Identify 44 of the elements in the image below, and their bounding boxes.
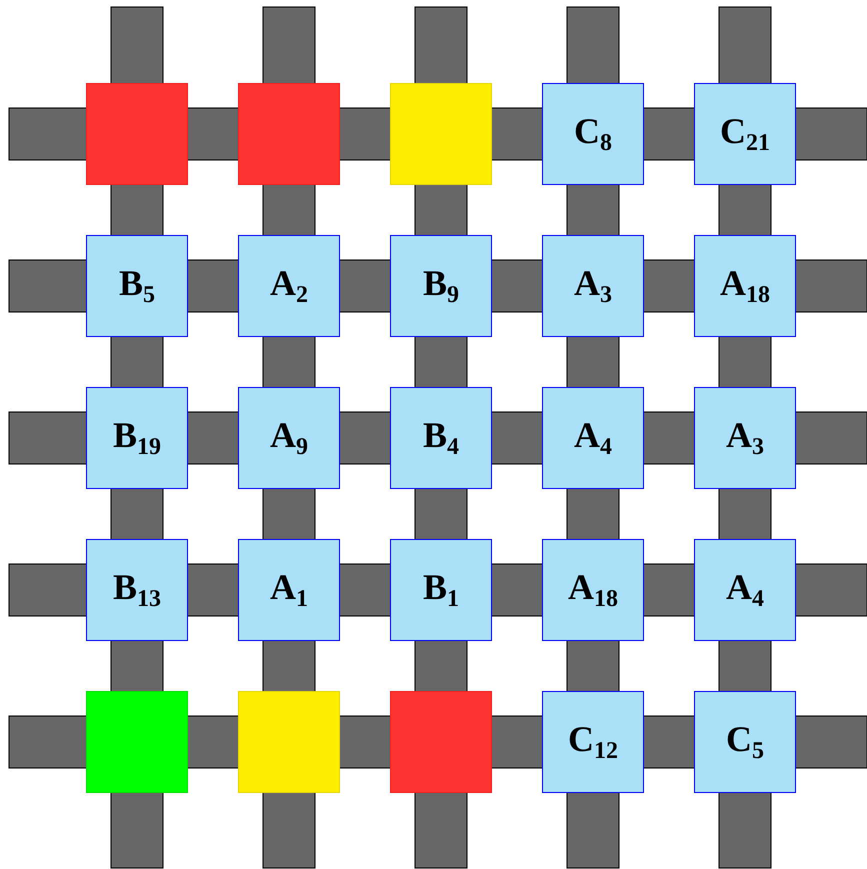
labeled-tile: [694, 539, 796, 641]
labeled-tile: [86, 235, 188, 337]
tile-label: A$_{18}$: [720, 262, 770, 310]
blank-tile: [86, 83, 188, 185]
labeled-tile: [694, 387, 796, 489]
tile-label: B$_{4}$: [422, 414, 459, 462]
tile-label: A$_{4}$: [574, 414, 612, 462]
tile-label: B$_{19}$: [112, 414, 161, 462]
labeled-tile: [694, 83, 796, 185]
tile-label: A$_{3}$: [726, 414, 764, 462]
tile-label: A$_{4}$: [726, 566, 764, 614]
labeled-tile: [238, 387, 340, 489]
tile-label: A$_{9}$: [270, 414, 308, 462]
tile-label: A$_{3}$: [574, 262, 612, 310]
tile-label: B$_{9}$: [422, 262, 459, 310]
labeled-tile: [542, 387, 644, 489]
blank-tile: [390, 691, 492, 793]
tile-label: A$_{1}$: [270, 566, 308, 614]
tile-label: C$_{5}$: [726, 718, 764, 766]
labeled-tile: [86, 539, 188, 641]
labeled-tile: [390, 387, 492, 489]
tile-label: B$_{5}$: [118, 262, 155, 310]
labeled-tile: [694, 691, 796, 793]
labeled-tile: [86, 387, 188, 489]
labeled-tile: [542, 235, 644, 337]
blank-tile: [238, 83, 340, 185]
tile-label: A$_{18}$: [568, 566, 618, 614]
labeled-tile: [238, 235, 340, 337]
blank-tile: [86, 691, 188, 793]
tile-label: A$_{2}$: [270, 262, 308, 310]
tile-label: B$_{13}$: [112, 566, 161, 614]
tile-label: B$_{1}$: [422, 566, 459, 614]
tile-label: C$_{8}$: [574, 110, 612, 158]
labeled-tile: [542, 691, 644, 793]
labeled-tile: [238, 539, 340, 641]
labeled-tile: [390, 235, 492, 337]
labeled-tile: [390, 539, 492, 641]
tile-label: C$_{12}$: [568, 718, 618, 766]
blank-tile: [238, 691, 340, 793]
labeled-tile: [694, 235, 796, 337]
blank-tile: [390, 83, 492, 185]
labeled-tile: [542, 83, 644, 185]
tile-label: C$_{21}$: [720, 110, 770, 158]
labeled-tile: [542, 539, 644, 641]
